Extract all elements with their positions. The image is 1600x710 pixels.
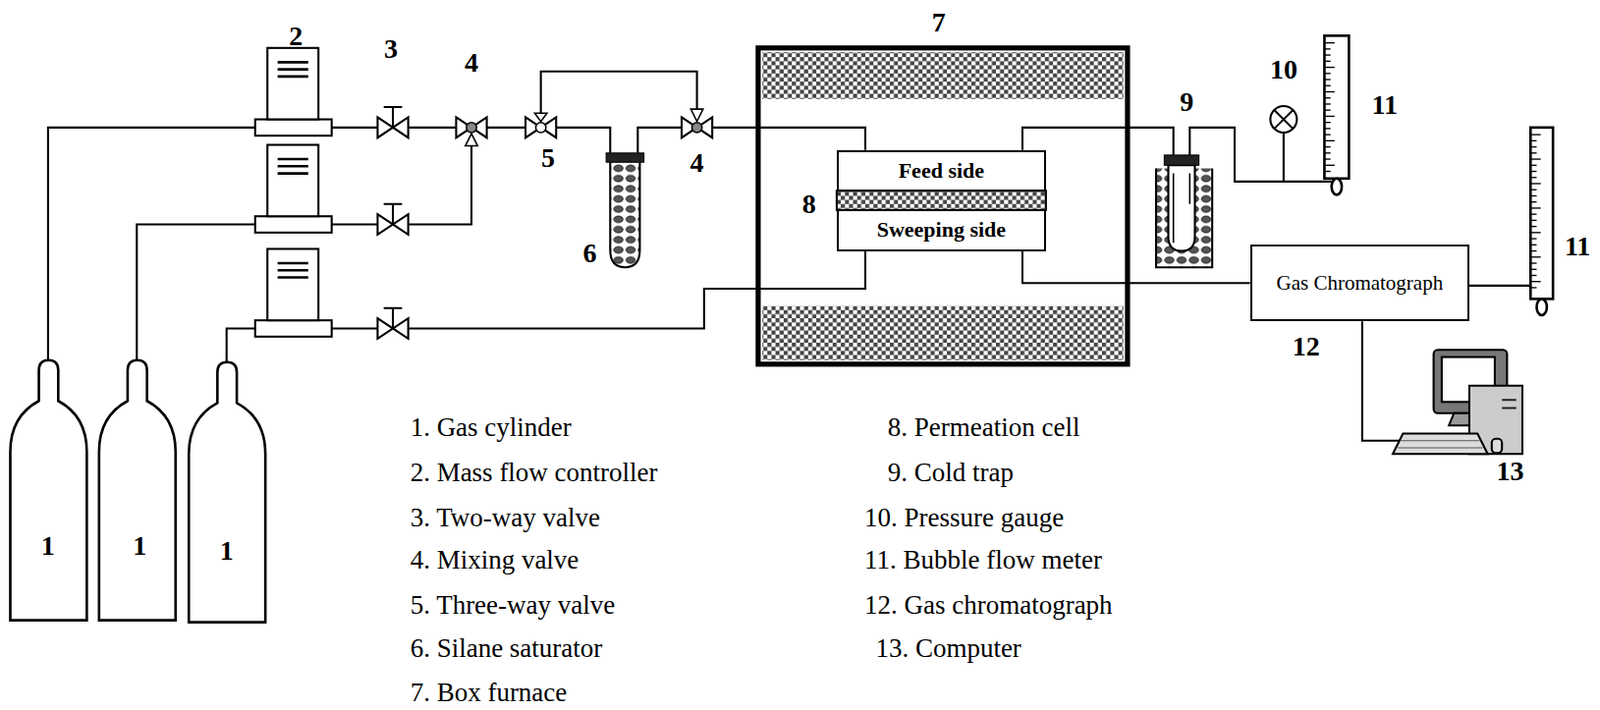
scale-tick	[1324, 60, 1330, 62]
key-entry: 6. Silane saturator	[410, 634, 604, 664]
key-entry: 10. Pressure gauge	[864, 503, 1064, 534]
key-entry: 12. Gas chromatograph	[864, 591, 1113, 621]
scale-tick	[1530, 280, 1541, 282]
key-entry: 11. Bubble flow meter	[864, 547, 1103, 577]
gas-line	[1022, 251, 1251, 284]
scale-tick	[1530, 256, 1541, 258]
scale-tick	[1530, 158, 1541, 160]
scale-tick	[1530, 262, 1537, 264]
callout-number: 4	[464, 48, 479, 79]
scale-tick	[1324, 152, 1330, 154]
scale-tick	[1530, 170, 1537, 172]
scale-tick	[1324, 85, 1330, 87]
scale-tick	[1530, 275, 1537, 276]
sweeping-side-chamber: Sweeping side	[836, 209, 1047, 252]
key-entry: 1. Gas cylinder	[410, 413, 572, 443]
scale-tick	[1530, 140, 1537, 142]
scale-tick	[1324, 72, 1330, 74]
scale-tick	[1530, 244, 1537, 246]
key-entry: 8. Permeation cell	[887, 413, 1081, 443]
scale-tick	[1324, 66, 1334, 68]
scale-tick	[1530, 189, 1537, 191]
gas-chromatograph-box: Gas Chromatograph	[1250, 244, 1470, 322]
scale-tick	[1530, 176, 1537, 178]
feed-side-chamber: Feed side	[836, 150, 1047, 193]
callout-number: 12	[1292, 331, 1321, 363]
scale-tick	[1530, 250, 1537, 252]
scale-tick	[1324, 170, 1330, 172]
key-entry: 9. Cold trap	[887, 458, 1014, 489]
scale-tick	[1530, 220, 1537, 221]
scale-tick	[1324, 54, 1330, 56]
callout-number: 5	[541, 143, 555, 174]
callout-number: 1	[220, 536, 234, 567]
scale-tick	[1324, 140, 1334, 142]
callout-number: 1	[41, 530, 56, 561]
key-entry: 13. Computer	[875, 634, 1022, 664]
key-entry: 7. Box furnace	[410, 679, 568, 710]
scale-tick	[1324, 78, 1330, 80]
key-entry: 5. Three-way valve	[410, 591, 616, 621]
scale-tick	[1530, 237, 1537, 239]
node-text: Sweeping side	[877, 217, 1006, 243]
callout-number: 4	[690, 148, 705, 179]
callout-number: 2	[288, 21, 303, 53]
callout-number: 7	[932, 6, 946, 38]
key-entry: 3. Two-way valve	[410, 503, 601, 534]
scale-tick	[1324, 91, 1334, 93]
scale-tick	[1530, 133, 1541, 135]
scale-tick	[1324, 48, 1330, 50]
scale-tick	[1530, 225, 1537, 227]
node-text: Gas Chromatograph	[1275, 271, 1443, 296]
scale-tick	[1530, 286, 1537, 288]
scale-tick	[1530, 213, 1537, 215]
scale-tick	[1324, 146, 1330, 148]
callout-number: 8	[802, 188, 817, 220]
scale-tick	[1530, 269, 1537, 271]
scale-tick	[1324, 42, 1334, 44]
callout-number: 11	[1372, 90, 1398, 121]
scale-tick	[1530, 165, 1537, 166]
scale-tick	[1530, 231, 1541, 233]
scale-tick	[1324, 115, 1334, 117]
scale-tick	[1530, 146, 1537, 148]
scale-tick	[1324, 165, 1334, 166]
scale-tick	[1530, 195, 1537, 197]
scale-tick	[1324, 97, 1330, 99]
key-entry: 2. Mass flow controller	[410, 458, 659, 489]
callout-number: 10	[1269, 54, 1298, 85]
scale-tick	[1530, 207, 1541, 209]
callout-number: 11	[1564, 231, 1591, 263]
callout-number: 1	[132, 530, 147, 561]
node-text: Feed side	[898, 158, 985, 184]
scale-tick	[1530, 201, 1537, 203]
callout-number: 13	[1496, 456, 1525, 488]
scale-tick	[1324, 110, 1330, 111]
scale-tick	[1530, 182, 1541, 184]
scale-tick	[1324, 127, 1330, 129]
scale-tick	[1324, 133, 1330, 135]
callout-number: 9	[1179, 86, 1194, 117]
callout-number: 6	[582, 237, 597, 269]
key-entry: 4. Mixing valve	[410, 547, 580, 577]
scale-tick	[1324, 158, 1330, 160]
scale-tick	[1324, 103, 1330, 105]
scale-tick	[1324, 121, 1330, 123]
callout-number: 3	[384, 33, 398, 64]
scale-tick	[1530, 152, 1537, 154]
